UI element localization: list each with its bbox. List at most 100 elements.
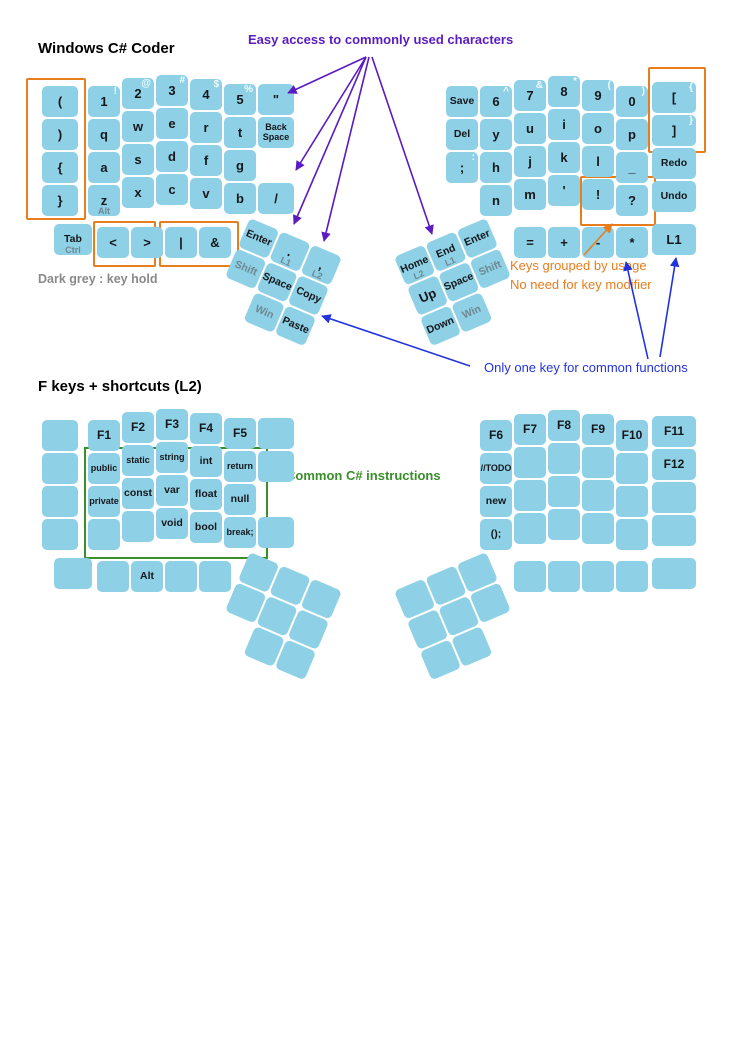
key-symbol: ( [42, 86, 78, 117]
key-1: 1! [88, 86, 120, 117]
key-l1: L1 [652, 224, 696, 255]
key-undo: Undo [652, 181, 696, 212]
key-blank [514, 480, 546, 511]
key-m: m [514, 179, 546, 210]
key-symbol: = [514, 227, 546, 258]
key-4: 4$ [190, 79, 222, 110]
one-key-annotation: Only one key for common functions [484, 360, 688, 375]
key-symbol: " [258, 84, 294, 115]
key-symbol: ;: [446, 152, 478, 183]
key-null: null [224, 484, 256, 515]
key-public: public [88, 453, 120, 484]
key-blank [616, 561, 648, 592]
grouped-annotation-line1: Keys grouped by usage [510, 258, 647, 273]
dark-grey-legend: Dark grey : key hold [38, 272, 158, 286]
key-symbol: * [616, 227, 648, 258]
key-s: s [122, 144, 154, 175]
key-blank [514, 561, 546, 592]
key-f1: F1 [88, 420, 120, 451]
purple-arrows [287, 56, 434, 242]
key-backspace: Back Space [258, 117, 294, 148]
key-bool: bool [190, 512, 222, 543]
key-g: g [224, 150, 256, 181]
key-symbol: / [258, 183, 294, 214]
grouped-annotation-line2: No need for key modifier [510, 277, 652, 292]
key-blank [54, 558, 92, 589]
key-blank [165, 561, 197, 592]
key-symbol: ' [548, 175, 580, 206]
key-b: b [224, 183, 256, 214]
key-o: o [582, 113, 614, 144]
arrow-to-comma-key [321, 56, 370, 242]
key-symbol: < [97, 227, 129, 258]
key-blank [548, 476, 580, 507]
key-8: 8* [548, 76, 580, 107]
key-k: k [548, 142, 580, 173]
key-h: h [480, 152, 512, 183]
key-a: a [88, 152, 120, 183]
key-break: break; [224, 517, 256, 548]
key-symbol: [{ [652, 82, 696, 113]
key-symbol: - [582, 227, 614, 258]
key-0: 0) [616, 86, 648, 117]
key-del: Del [446, 119, 478, 150]
key-blank [652, 515, 696, 546]
common-cs-annotation: Common C# instructions [286, 468, 441, 483]
key-symbol: & [199, 227, 231, 258]
key-blank [548, 443, 580, 474]
key-5: 5% [224, 84, 256, 115]
easy-access-annotation: Easy access to commonly used characters [248, 32, 514, 47]
key-symbol: ) [42, 119, 78, 150]
key-f12: F12 [652, 449, 696, 480]
arrow-to-right-thumb [371, 56, 434, 235]
key-symbol: > [131, 227, 163, 258]
key-x: x [122, 177, 154, 208]
key-c: c [156, 174, 188, 205]
key-symbol: | [165, 227, 197, 258]
key-symbol: ? [616, 185, 648, 216]
key-symbol: + [548, 227, 580, 258]
key-blank [42, 453, 78, 484]
key-f10: F10 [616, 420, 648, 451]
key-blank [548, 509, 580, 540]
key-f2: F2 [122, 412, 154, 443]
key-w: w [122, 111, 154, 142]
key-blank [258, 451, 294, 482]
key-d: d [156, 141, 188, 172]
key-blank [548, 561, 580, 592]
key-blank [652, 558, 696, 589]
arrow-to-l1-key [659, 257, 680, 358]
key-blank [258, 418, 294, 449]
key-symbol: } [42, 185, 78, 216]
key-blank [616, 486, 648, 517]
key-3: 3# [156, 75, 188, 106]
key-new: new [480, 486, 512, 517]
key-redo: Redo [652, 148, 696, 179]
key-9: 9( [582, 80, 614, 111]
key-j: j [514, 146, 546, 177]
key-7: 7& [514, 80, 546, 111]
key-const: const [122, 478, 154, 509]
key-e: e [156, 108, 188, 139]
key-l: l [582, 146, 614, 177]
key-y: y [480, 119, 512, 150]
key-void: void [156, 508, 188, 539]
key-blank [199, 561, 231, 592]
key-f6: F6 [480, 420, 512, 451]
grouped-annotation: Keys grouped by usage No need for key mo… [510, 256, 652, 294]
key-static: static [122, 445, 154, 476]
key-blank [616, 453, 648, 484]
right-thumb-cluster-l2 [393, 552, 524, 681]
key-blank [42, 519, 78, 550]
key-f11: F11 [652, 416, 696, 447]
key-blank [42, 486, 78, 517]
key-float: float [190, 479, 222, 510]
key-blank [42, 420, 78, 451]
key-blank [88, 519, 120, 550]
key-blank [582, 447, 614, 478]
key-blank [582, 513, 614, 544]
